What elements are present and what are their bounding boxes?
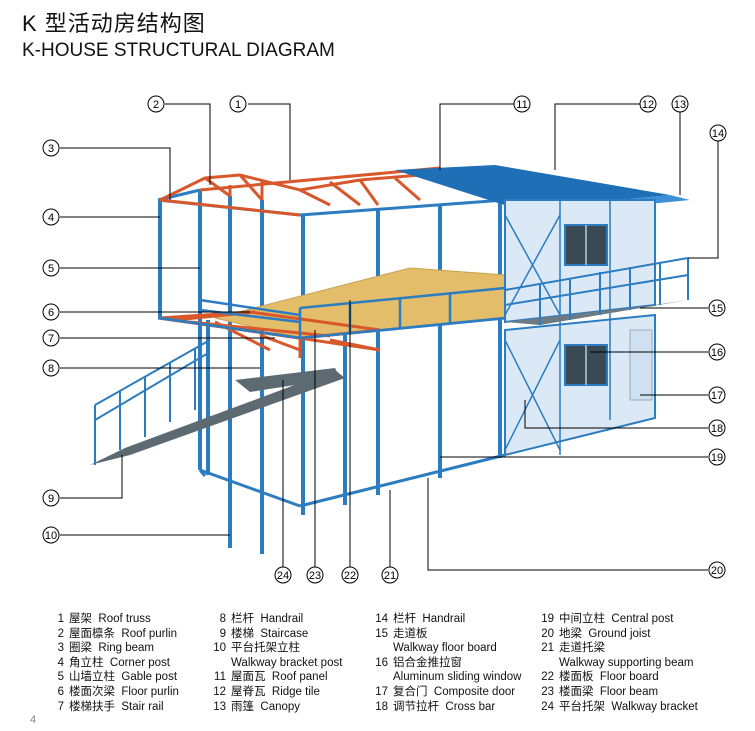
svg-text:24: 24 [277, 570, 289, 582]
callout-16: 16 [708, 343, 726, 361]
svg-text:6: 6 [48, 307, 54, 319]
svg-text:18: 18 [711, 423, 723, 435]
svg-text:10: 10 [45, 530, 57, 542]
right-building [504, 199, 689, 457]
callout-22: 22 [341, 566, 359, 584]
callout-18: 18 [708, 419, 726, 437]
structure-diagram: 1 2 3 4 5 6 7 8 9 10 11 12 13 14 15 16 1… [42, 95, 727, 584]
callout-15: 15 [708, 299, 726, 317]
svg-text:17: 17 [711, 390, 723, 402]
callout-markers: 1 2 3 4 5 6 7 8 9 10 11 12 13 14 15 16 1… [42, 95, 727, 584]
svg-text:16: 16 [711, 347, 723, 359]
svg-text:12: 12 [642, 99, 654, 111]
svg-text:23: 23 [309, 570, 321, 582]
svg-text:22: 22 [344, 570, 356, 582]
svg-text:3: 3 [48, 143, 54, 155]
callout-2: 2 [147, 95, 165, 113]
callout-8: 8 [42, 359, 60, 377]
composite-door [629, 329, 653, 401]
svg-text:2: 2 [153, 99, 159, 111]
legend-item-continuation: Walkway bracket post [231, 656, 343, 669]
svg-text:1: 1 [235, 99, 241, 111]
svg-text:13: 13 [674, 99, 686, 111]
callout-3: 3 [42, 139, 60, 157]
svg-text:4: 4 [48, 212, 54, 224]
callout-12: 12 [639, 95, 657, 113]
svg-text:9: 9 [48, 493, 54, 505]
svg-text:15: 15 [711, 303, 723, 315]
page-number: 4 [30, 714, 37, 726]
svg-text:20: 20 [711, 565, 723, 577]
legend-item-continuation: Walkway supporting beam [559, 656, 694, 669]
svg-text:7: 7 [48, 333, 54, 345]
svg-text:19: 19 [711, 452, 723, 464]
svg-text:11: 11 [516, 99, 527, 111]
callout-10: 10 [42, 526, 60, 544]
svg-text:14: 14 [712, 128, 724, 140]
callout-20: 20 [708, 561, 726, 579]
callout-6: 6 [42, 303, 60, 321]
title-chinese: K 型活动房结构图 [22, 11, 206, 36]
svg-text:8: 8 [48, 363, 54, 375]
callout-7: 7 [42, 329, 60, 347]
callout-21: 21 [381, 566, 399, 584]
callout-4: 4 [42, 208, 60, 226]
svg-text:21: 21 [384, 570, 396, 582]
callout-9: 9 [42, 489, 60, 507]
callout-17: 17 [708, 386, 726, 404]
legend-item-continuation: Walkway floor board [393, 642, 497, 655]
legend-item-continuation: Aluminum sliding window [393, 671, 522, 684]
svg-text:5: 5 [48, 263, 54, 275]
callout-14: 14 [709, 124, 727, 142]
leader-lines [60, 103, 719, 571]
callout-1: 1 [229, 95, 247, 113]
left-frame [90, 165, 690, 554]
callout-19: 19 [708, 448, 726, 466]
callout-24: 24 [274, 566, 292, 584]
callout-13: 13 [671, 95, 689, 113]
callout-11: 11 [513, 95, 531, 113]
callout-23: 23 [306, 566, 324, 584]
title-english: K-HOUSE STRUCTURAL DIAGRAM [22, 40, 335, 61]
callout-5: 5 [42, 259, 60, 277]
